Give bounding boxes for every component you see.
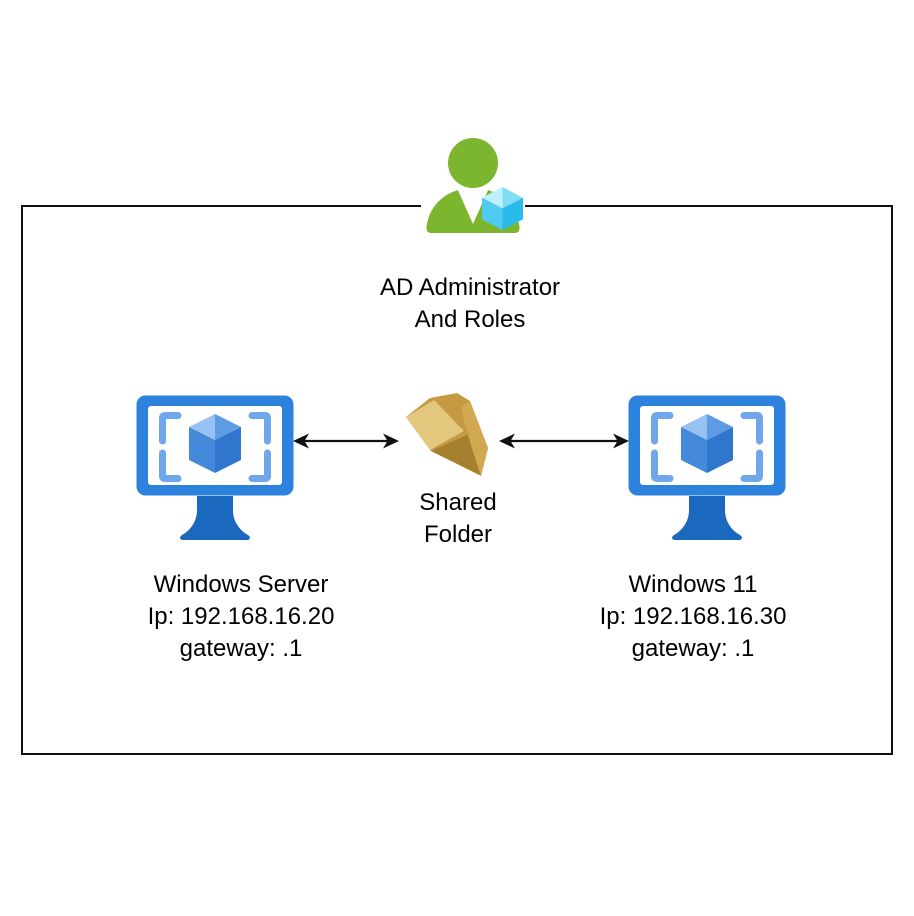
arrowhead-left [499, 433, 515, 449]
shared-folder-label-line2: Folder [423, 521, 493, 548]
windows-11-label: Windows 11 Ip: 192.168.16.30 gateway: .1 [543, 569, 843, 665]
folder-inner-flap [406, 400, 464, 450]
shared-folder-label: Shared Folder [388, 487, 528, 551]
shared-folder-label-line1: Shared [419, 489, 497, 516]
connector-server-folder[interactable] [291, 429, 401, 453]
admin-label: AD Administrator And Roles [310, 272, 630, 336]
vm-cube-icon [189, 414, 241, 473]
arrowhead-left [293, 433, 309, 449]
windows-server-name: Windows Server [153, 571, 329, 598]
windows-server-gateway: gateway: .1 [179, 635, 303, 662]
roles-cube-icon [482, 187, 523, 230]
shared-folder-icon[interactable] [398, 391, 498, 483]
windows-server-ip: Ip: 192.168.16.20 [147, 603, 335, 630]
viewfinder-brackets [651, 412, 763, 482]
user-collar [457, 188, 489, 224]
windows-11-name: Windows 11 [628, 571, 758, 598]
viewfinder-brackets [159, 412, 271, 482]
vm-cube-icon [681, 414, 733, 473]
monitor-stand [672, 496, 742, 540]
windows-11-gateway: gateway: .1 [631, 635, 755, 662]
vm-monitor-icon-windows-11[interactable] [627, 394, 787, 546]
arrowhead-right [613, 433, 629, 449]
windows-server-label: Windows Server Ip: 192.168.16.20 gateway… [91, 569, 391, 665]
admin-label-line2: And Roles [414, 306, 526, 333]
monitor-stand [180, 496, 250, 540]
connector-folder-client[interactable] [497, 429, 631, 453]
folder-crease-shadow [431, 434, 481, 475]
admin-label-line1: AD Administrator [379, 274, 561, 301]
arrowhead-right [383, 433, 399, 449]
folder-front-cover [461, 401, 488, 476]
vm-monitor-icon-windows-server[interactable] [135, 394, 295, 546]
windows-11-ip: Ip: 192.168.16.30 [599, 603, 787, 630]
user-head [448, 138, 498, 188]
ad-admin-user-cube-icon[interactable] [421, 136, 525, 234]
